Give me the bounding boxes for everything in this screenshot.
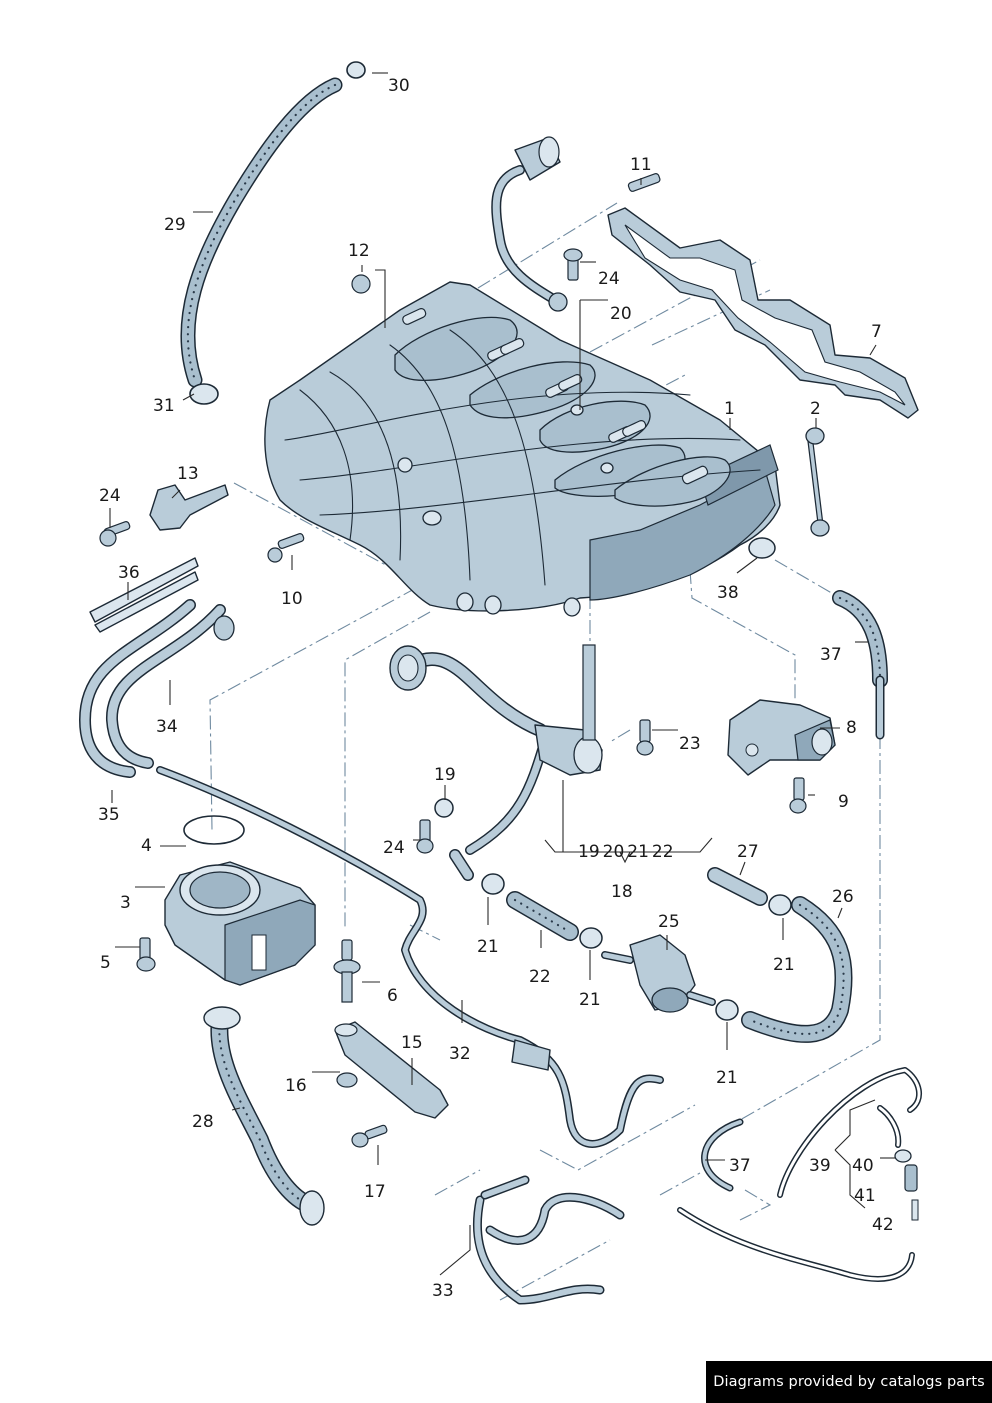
- bracket[interactable]: [334, 1021, 449, 1119]
- callout-37-upper: 37: [820, 645, 842, 665]
- callout-39: 39: [809, 1156, 831, 1176]
- callout-24-top: 24: [598, 269, 620, 289]
- callout-2: 2: [810, 399, 821, 419]
- callout-21-d: 21: [716, 1068, 738, 1088]
- hose-37-upper[interactable]: [832, 590, 888, 740]
- hose-27[interactable]: [707, 867, 768, 906]
- footer-credit: Diagrams provided by catalogs parts: [706, 1361, 992, 1403]
- callout-5: 5: [100, 953, 111, 973]
- callout-41: 41: [854, 1186, 876, 1206]
- coolant-hose-28[interactable]: [203, 1006, 325, 1226]
- hose-22[interactable]: [506, 891, 579, 941]
- callout-25: 25: [658, 912, 680, 932]
- callout-21-a: 21: [477, 937, 499, 957]
- manifold-gasket[interactable]: [607, 207, 919, 419]
- callout-7: 7: [871, 322, 882, 342]
- callout-1: 1: [724, 399, 735, 419]
- callout-4: 4: [141, 836, 152, 856]
- breather-tee-33[interactable]: [472, 1175, 625, 1305]
- hose-clamp-30[interactable]: [346, 61, 366, 79]
- breather-valve-assembly[interactable]: [389, 644, 603, 881]
- sensor[interactable]: [149, 484, 229, 531]
- callout-11: 11: [630, 155, 652, 175]
- callout-15: 15: [401, 1033, 423, 1053]
- callout-22: 22: [529, 967, 551, 987]
- callout-32: 32: [449, 1044, 471, 1064]
- callout-42: 42: [872, 1215, 894, 1235]
- callout-24-mid: 24: [383, 838, 405, 858]
- link-rod[interactable]: [805, 427, 830, 537]
- throttle-body[interactable]: [164, 861, 316, 986]
- callout-22-sep: 22: [651, 842, 674, 862]
- hose-clamps[interactable]: [434, 537, 792, 1021]
- callout-10: 10: [281, 589, 303, 609]
- o-ring[interactable]: [183, 815, 245, 845]
- callout-31: 31: [153, 396, 175, 416]
- callout-3: 3: [120, 893, 131, 913]
- fasteners[interactable]: [99, 173, 807, 1148]
- callout-29: 29: [164, 215, 186, 235]
- callout-20-top: 20: [610, 304, 632, 324]
- vacuum-lines-lower-right[interactable]: [677, 1067, 922, 1282]
- coolant-hose-29[interactable]: [180, 77, 343, 388]
- callout-40: 40: [852, 1156, 874, 1176]
- coolant-pipe-34[interactable]: [79, 599, 235, 778]
- hose-26[interactable]: [741, 896, 853, 1043]
- callout-18: 18: [611, 882, 633, 902]
- vacuum-line-32[interactable]: [156, 766, 664, 1148]
- callout-21-c: 21: [579, 990, 601, 1010]
- callout-21-b: 21: [773, 955, 795, 975]
- callout-19-top: 19: [434, 765, 456, 785]
- callout-17: 17: [364, 1182, 386, 1202]
- callout-19: 19: [578, 842, 600, 862]
- callout-27: 27: [737, 842, 759, 862]
- callout-13: 13: [177, 464, 199, 484]
- callout-30: 30: [388, 76, 410, 96]
- callout-28: 28: [192, 1112, 214, 1132]
- callout-6: 6: [387, 986, 398, 1006]
- callout-24-left: 24: [99, 486, 121, 506]
- intake-manifold[interactable]: [264, 281, 781, 617]
- breather-hose-upper[interactable]: [491, 136, 568, 312]
- callout-16: 16: [285, 1076, 307, 1096]
- callout-34: 34: [156, 717, 178, 737]
- callout-35: 35: [98, 805, 120, 825]
- callout-12: 12: [348, 241, 370, 261]
- callout-26: 26: [832, 887, 854, 907]
- hose-clamp-31[interactable]: [189, 383, 219, 405]
- cable-tie[interactable]: [89, 557, 199, 633]
- callout-33: 33: [432, 1281, 454, 1301]
- callout-37-lower: 37: [729, 1156, 751, 1176]
- callout-8: 8: [846, 718, 857, 738]
- intake-flap-motor[interactable]: [727, 699, 836, 776]
- callout-23: 23: [679, 734, 701, 754]
- callout-9: 9: [838, 792, 849, 812]
- leader-lines: [109, 72, 895, 1276]
- callout-38: 38: [717, 583, 739, 603]
- callout-20: 20: [602, 842, 625, 862]
- solenoid-valve[interactable]: [601, 934, 716, 1013]
- callout-36: 36: [118, 563, 140, 583]
- callout-21-sep: 21: [627, 842, 649, 862]
